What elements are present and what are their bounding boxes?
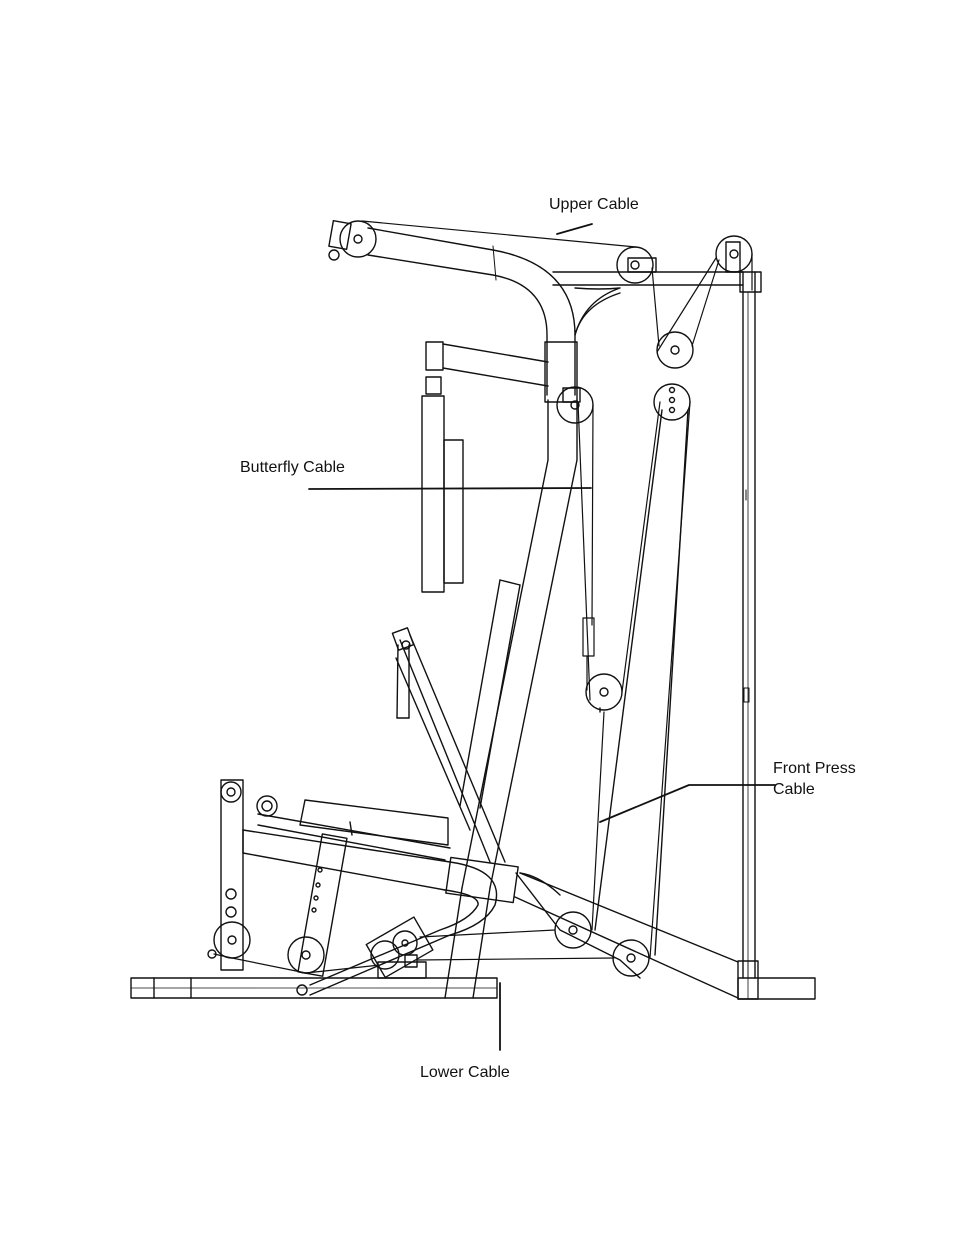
label-front-press-cable: Front Press Cable (773, 758, 856, 800)
leader-front-press-cable (600, 785, 775, 822)
pulley-upper-mid (617, 247, 656, 283)
leg-developer (221, 780, 347, 976)
cables (214, 221, 752, 973)
label-lower-cable: Lower Cable (420, 1063, 510, 1083)
label-butterfly-cable: Butterfly Cable (240, 458, 345, 478)
label-upper-cable: Upper Cable (549, 195, 639, 215)
rear-diagonal-frame (515, 873, 738, 998)
label-front-press-line2: Cable (773, 779, 856, 800)
central-post (445, 400, 577, 998)
pulley-front-press (586, 674, 622, 712)
seat (258, 800, 450, 860)
leader-butterfly-cable (309, 488, 591, 489)
front-press-column (516, 410, 688, 978)
press-arm (392, 580, 520, 862)
top-beam (553, 272, 743, 335)
pulley-upper-left (340, 221, 376, 257)
upper-arm (329, 221, 577, 402)
label-front-press-line1: Front Press (773, 758, 856, 779)
pulley-lower-small (297, 985, 307, 995)
base-frame (131, 961, 815, 999)
pulley-floating (657, 332, 693, 368)
pulleys (208, 221, 752, 995)
pulley-upper-right (716, 236, 752, 272)
leader-upper-cable (557, 224, 592, 234)
pulley-leg-mid (288, 937, 324, 973)
rear-upright (740, 272, 761, 978)
leader-lines (309, 224, 775, 1050)
